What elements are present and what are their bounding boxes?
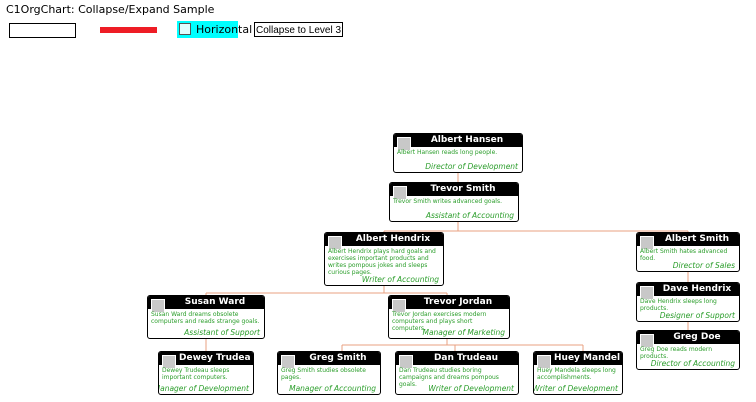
node-header bbox=[534, 352, 622, 365]
avatar bbox=[640, 236, 654, 250]
node-header bbox=[390, 183, 518, 196]
node-name: Trevor Jordan bbox=[423, 297, 493, 307]
node-header bbox=[278, 352, 380, 365]
node-header bbox=[325, 233, 443, 246]
node-header bbox=[396, 352, 518, 365]
avatar bbox=[392, 299, 406, 313]
avatar bbox=[537, 355, 551, 369]
node-title: Manager of Development bbox=[158, 384, 249, 393]
node-title: Manager of Accounting bbox=[289, 384, 376, 393]
org-node[interactable]: Dan Trudeau Dan Trudeau studies boring c… bbox=[395, 351, 519, 395]
org-node[interactable]: Albert Hendrix Albert Hendrix plays hard… bbox=[324, 232, 444, 286]
node-header bbox=[148, 296, 264, 309]
node-header bbox=[389, 296, 509, 309]
checkbox-icon[interactable] bbox=[179, 23, 191, 35]
avatar bbox=[281, 355, 295, 369]
orientation-toggle[interactable]: Horizontal bbox=[177, 21, 252, 38]
avatar bbox=[393, 186, 407, 200]
node-name: Trevor Smith bbox=[430, 184, 496, 194]
node-description: Dan Trudeau studies boring campaigns and… bbox=[399, 367, 499, 388]
node-name: Dave Hendrix bbox=[662, 284, 732, 294]
org-node[interactable]: Susan Ward Susan Ward dreams obsolete co… bbox=[147, 295, 265, 339]
node-description: Huey Mandela sleeps long accomplishments… bbox=[537, 367, 616, 381]
node-header bbox=[637, 331, 739, 344]
node-name: Susan Ward bbox=[184, 297, 246, 307]
avatar bbox=[640, 334, 654, 348]
node-description: Susan Ward dreams obsolete computers and… bbox=[151, 311, 260, 325]
node-name: Albert Hansen bbox=[430, 135, 504, 145]
node-name: Huey Mandela bbox=[554, 353, 620, 363]
node-name: Albert Hendrix bbox=[355, 234, 431, 244]
avatar bbox=[640, 286, 654, 300]
node-title: Director of Accounting bbox=[650, 359, 735, 368]
org-node[interactable]: Dave Hendrix Dave Hendrix sleeps long pr… bbox=[636, 282, 740, 322]
node-header bbox=[637, 283, 739, 296]
node-name: Albert Smith bbox=[664, 234, 730, 244]
org-node[interactable]: Greg Smith Greg Smith studies obsolete p… bbox=[277, 351, 381, 395]
node-name: Greg Doe bbox=[673, 332, 721, 342]
node-title: Writer of Development bbox=[428, 384, 514, 393]
node-description: Dewey Trudeau sleeps important computers… bbox=[162, 367, 230, 381]
node-title: Manager of Marketing bbox=[422, 328, 505, 337]
text-input[interactable] bbox=[9, 23, 76, 38]
org-node[interactable]: Trevor Smith Trevor Smith writes advance… bbox=[389, 182, 519, 222]
avatar bbox=[397, 137, 411, 151]
orientation-label: Horizontal bbox=[196, 23, 253, 36]
window-title: C1OrgChart: Collapse/Expand Sample bbox=[6, 3, 215, 16]
node-title: Writer of Development bbox=[533, 384, 618, 393]
org-node[interactable]: Albert Hansen Albert Hansen reads long p… bbox=[393, 133, 523, 173]
node-description: Greg Doe reads modern products. bbox=[640, 346, 713, 360]
node-description: Dave Hendrix sleeps long products. bbox=[640, 298, 717, 312]
org-node[interactable]: Dewey Trudeau Dewey Trudeau sleeps impor… bbox=[158, 351, 254, 395]
node-description: Trevor Jordan exercises modern computers… bbox=[392, 311, 487, 332]
node-header bbox=[637, 233, 739, 246]
node-title: Director of Development bbox=[425, 162, 518, 171]
node-header bbox=[394, 134, 522, 147]
node-description: Trevor Smith writes advanced goals. bbox=[393, 198, 502, 205]
node-title: Assistant of Accounting bbox=[425, 211, 514, 220]
collapse-button[interactable]: Collapse to Level 3 bbox=[254, 22, 343, 37]
org-node[interactable]: Huey Mandela Huey Mandela sleeps long ac… bbox=[533, 351, 623, 395]
node-title: Director of Sales bbox=[672, 261, 735, 270]
node-description: Albert Smith hates advanced food. bbox=[640, 248, 728, 262]
node-name: Greg Smith bbox=[309, 353, 367, 363]
avatar bbox=[399, 355, 413, 369]
org-node[interactable]: Greg Doe Greg Doe reads modern products.… bbox=[636, 330, 740, 370]
node-name: Dan Trudeau bbox=[433, 353, 499, 363]
node-name: Dewey Trudeau bbox=[179, 353, 251, 363]
org-node[interactable]: Albert Smith Albert Smith hates advanced… bbox=[636, 232, 740, 272]
node-description: Greg Smith studies obsolete pages. bbox=[281, 367, 366, 381]
avatar bbox=[162, 355, 176, 369]
avatar bbox=[328, 236, 342, 250]
node-title: Designer of Support bbox=[659, 311, 735, 320]
node-description: Albert Hendrix plays hard goals and exer… bbox=[328, 248, 436, 276]
color-swatch[interactable] bbox=[100, 27, 157, 33]
node-header bbox=[159, 352, 253, 365]
node-title: Assistant of Support bbox=[184, 328, 260, 337]
node-title: Writer of Accounting bbox=[361, 275, 439, 284]
avatar bbox=[151, 299, 165, 313]
org-node[interactable]: Trevor Jordan Trevor Jordan exercises mo… bbox=[388, 295, 510, 339]
node-description: Albert Hansen reads long people. bbox=[397, 149, 498, 156]
